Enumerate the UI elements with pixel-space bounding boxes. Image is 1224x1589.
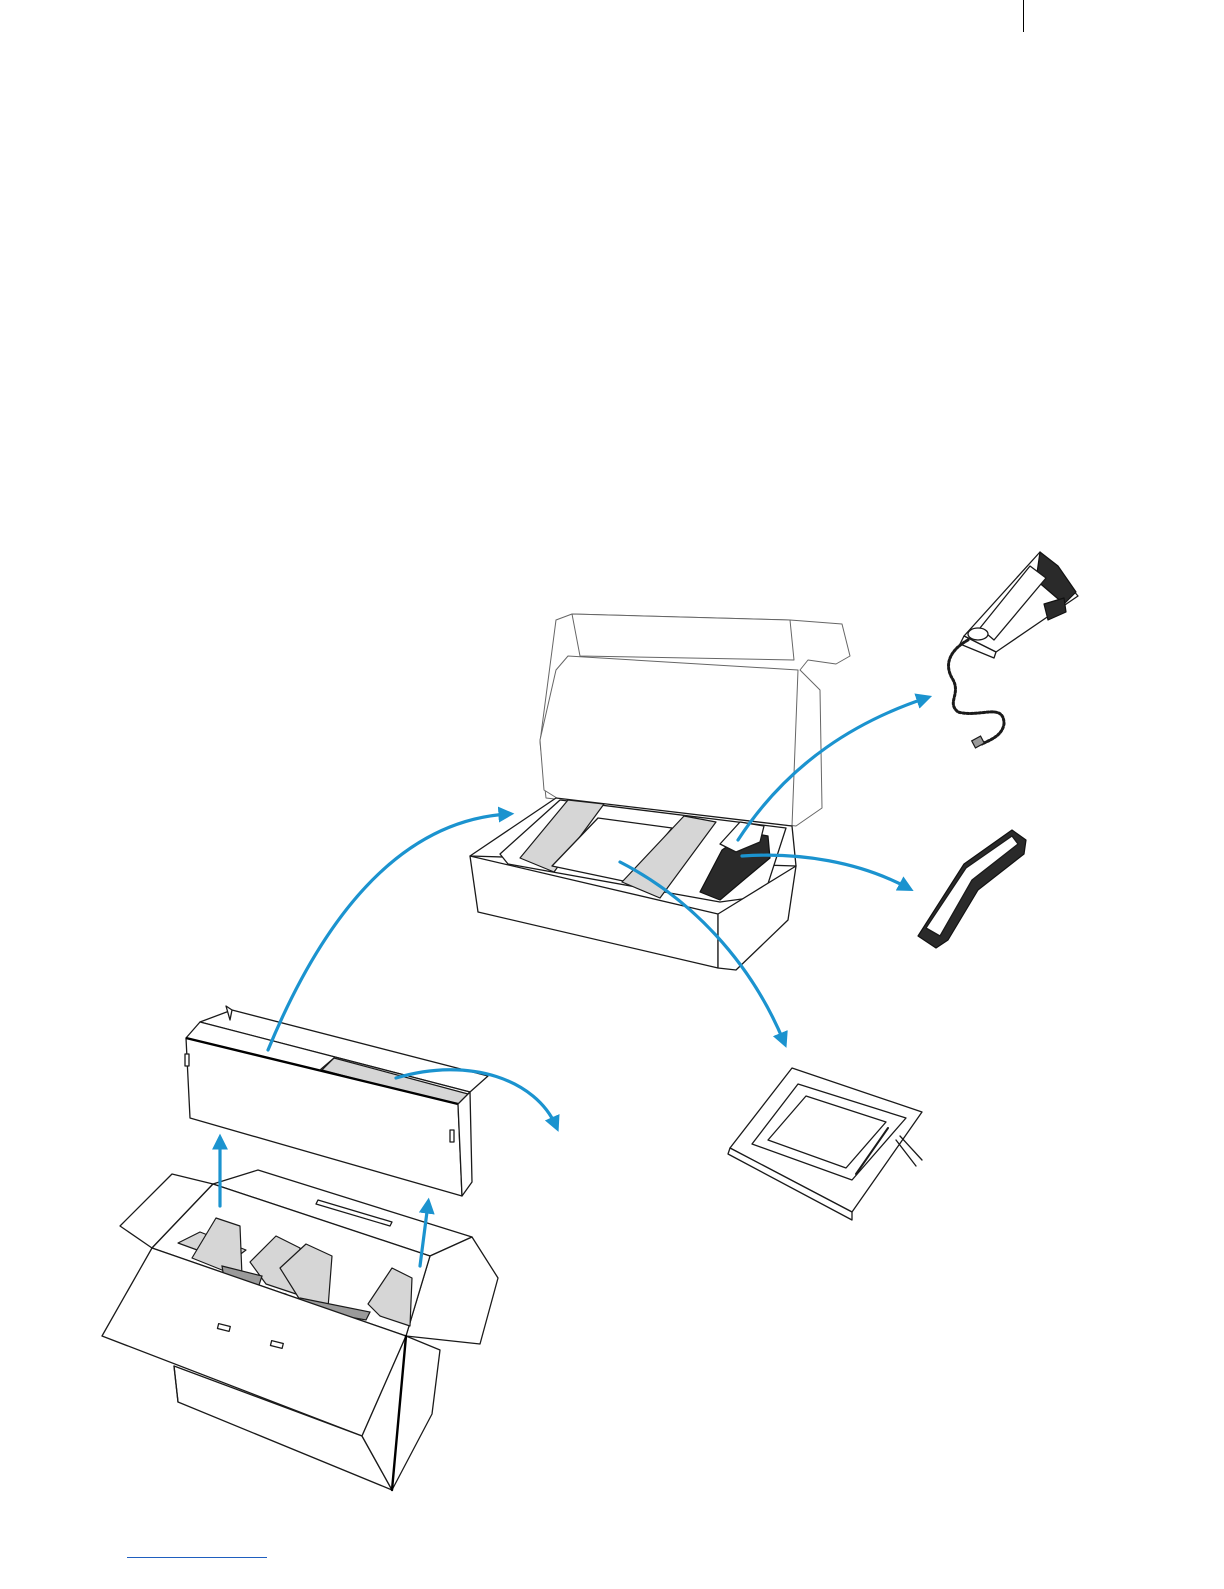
accessory-box [470, 614, 850, 970]
desk-stand-with-coiled-cord [949, 552, 1078, 748]
footer-link-underline[interactable] [127, 1557, 267, 1558]
arrow-icon [268, 814, 508, 1050]
outer-shipping-box [102, 1170, 498, 1490]
top-margin-rule [1023, 0, 1024, 32]
inner-packing-tray [185, 1006, 488, 1196]
handset [918, 830, 1026, 948]
touch-panel-display [728, 1068, 922, 1220]
